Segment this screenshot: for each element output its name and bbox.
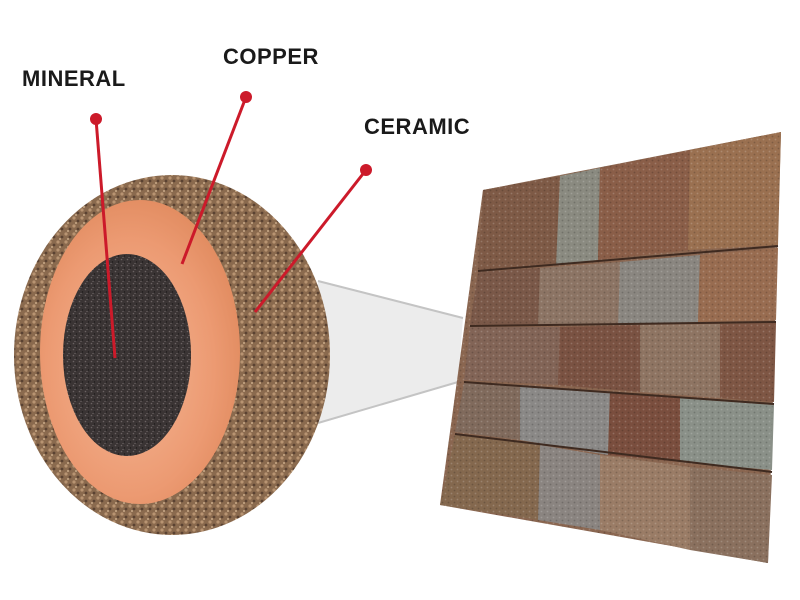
mineral-core (63, 254, 191, 456)
granule-cross-section (14, 175, 330, 535)
label-copper: COPPER (223, 44, 319, 69)
pin-head-icon (360, 164, 372, 176)
label-ceramic: CERAMIC (364, 114, 471, 139)
label-mineral: MINERAL (22, 66, 126, 91)
pin-ceramic (253, 164, 372, 313)
shingle-panel (440, 132, 781, 563)
pin-head-icon (90, 113, 102, 125)
pin-copper (180, 91, 252, 265)
pin-head-icon (240, 91, 252, 103)
zoom-connector (317, 280, 464, 424)
pin-mineral (90, 113, 117, 359)
